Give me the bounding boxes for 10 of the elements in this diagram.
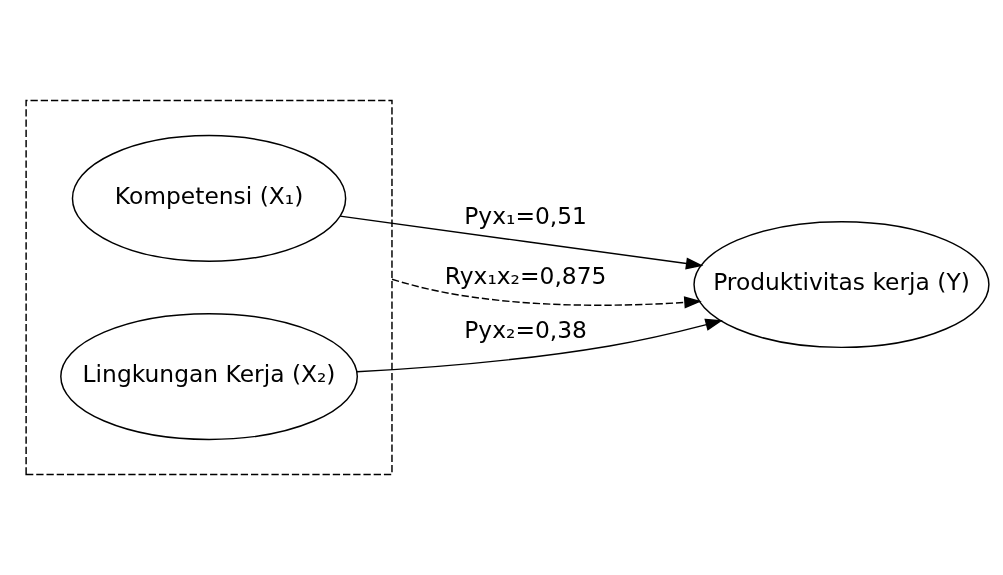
arrow bbox=[391, 278, 702, 309]
edge-label: Ryx₁x₂=0,875 bbox=[444, 262, 607, 291]
edge-label: Pyx₂=0,38 bbox=[464, 316, 587, 345]
arrow bbox=[339, 215, 704, 270]
cluster bbox=[25, 99, 393, 476]
node-ellipse: Produktivitas kerja (Y) bbox=[693, 221, 990, 349]
node-ellipse: Kompetensi (X₁) bbox=[71, 134, 347, 262]
edge-label: Pyx₁=0,51 bbox=[464, 202, 587, 231]
arrow bbox=[356, 318, 723, 373]
node-ellipse: Lingkungan Kerja (X₂) bbox=[60, 313, 358, 441]
